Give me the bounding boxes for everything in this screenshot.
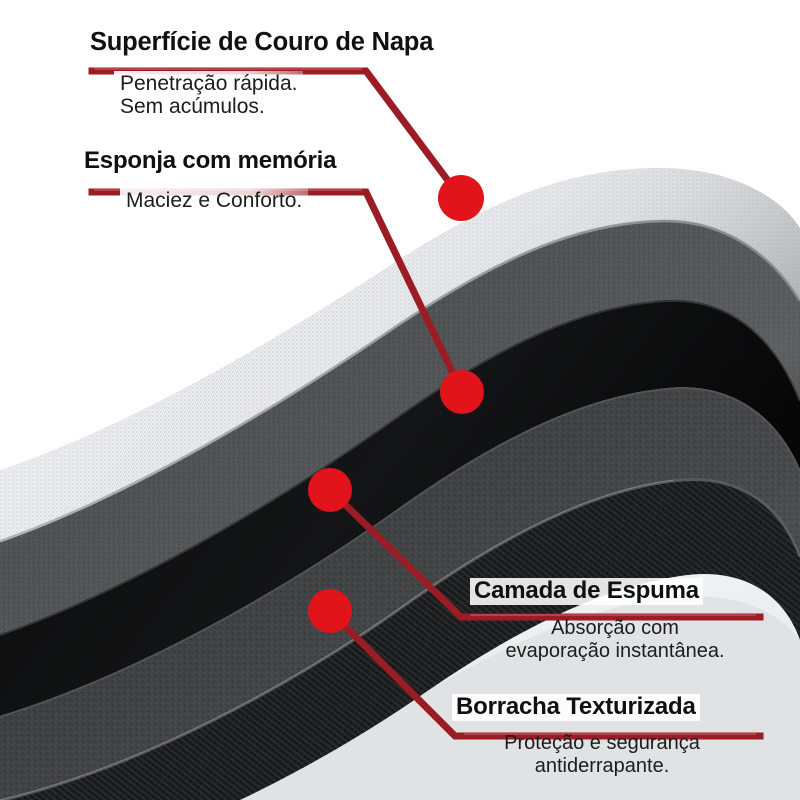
callout-memory-sponge: Esponja com memória Maciez e Conforto. bbox=[80, 147, 341, 215]
callout-title-sponge: Esponja com memória bbox=[80, 147, 341, 175]
callout-subtitle-sponge: Maciez e Conforto. bbox=[120, 187, 340, 215]
callout-subtitle-foam: Absorção com evaporação instantânea. bbox=[505, 616, 725, 662]
callout-napa-leather-surface: Superfície de Couro de Napa Penetração r… bbox=[86, 28, 438, 122]
layer-memory-sponge bbox=[0, 299, 800, 716]
callout-title-napa: Superfície de Couro de Napa bbox=[86, 28, 438, 57]
callout-textured-rubber: Borracha Texturizada Proteção e seguranç… bbox=[452, 693, 752, 777]
callout-title-foam: Camada de Espuma bbox=[470, 577, 703, 605]
callout-subtitle-napa-text: Penetração rápida. Sem acúmulos. bbox=[114, 70, 304, 122]
callout-subtitle-sponge-text: Maciez e Conforto. bbox=[120, 187, 309, 215]
callout-foam-layer: Camada de Espuma Absorção com evaporação… bbox=[470, 577, 760, 662]
callout-subtitle-napa: Penetração rápida. Sem acúmulos. bbox=[114, 70, 437, 122]
layer-napa-dark bbox=[0, 219, 800, 634]
callout-title-rubber: Borracha Texturizada bbox=[452, 693, 700, 721]
callout-subtitle-rubber: Proteção e segurança antiderrapante. bbox=[504, 731, 700, 777]
